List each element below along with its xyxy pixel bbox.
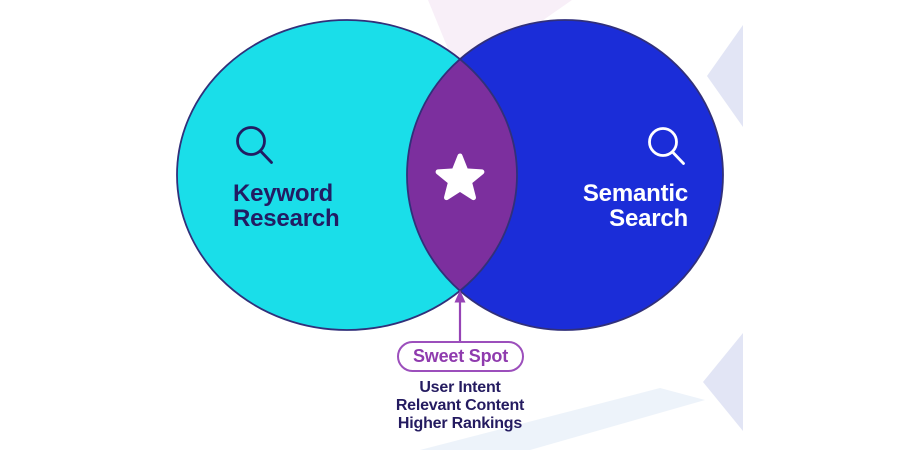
- sweet-spot-badge: Sweet Spot: [397, 341, 524, 372]
- overlap-lens: [407, 20, 517, 330]
- keyword-research-label: Keyword Research: [233, 180, 340, 232]
- keyword-search-icon: [236, 126, 273, 164]
- background-chevron-top-right: [707, 25, 743, 127]
- star-icon: [435, 153, 485, 201]
- semantic-search-icon: [648, 127, 685, 165]
- background-diagonal-band: [420, 388, 705, 450]
- left-circle-outline: [176, 19, 518, 331]
- right-circle-outline: [406, 19, 724, 331]
- benefits-list: User Intent Relevant Content Higher Rank…: [395, 379, 525, 432]
- sweet-spot-label: Sweet Spot: [412, 346, 508, 366]
- semantic-search-label: Semantic Search: [582, 180, 688, 232]
- sweet-spot-connector-arrow: [454, 290, 466, 342]
- background-chevron-mid-right: [703, 333, 743, 431]
